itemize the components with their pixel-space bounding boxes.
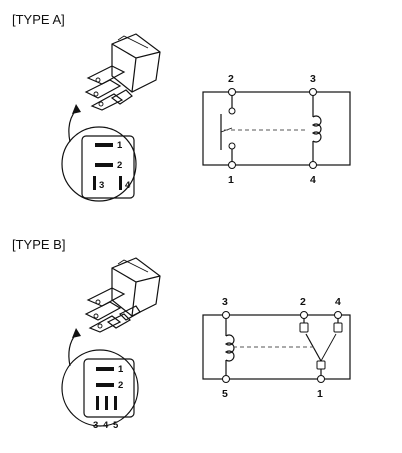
- type-b-terminal-label-1: 1: [317, 388, 323, 400]
- type-b-pin-label-1: 1: [118, 364, 124, 375]
- type-a-title: [TYPE A]: [12, 12, 65, 27]
- type-a-arrow-head: [72, 104, 81, 114]
- type-b-pin-4-slot: [105, 396, 108, 410]
- type-b-arrow-head: [72, 328, 81, 338]
- type-a-terminal-3: [309, 88, 317, 96]
- type-b-socket-view: 1 2 3 4 5: [61, 349, 139, 431]
- type-b-terminal-3: [222, 311, 230, 319]
- type-a-pin-2-slot: [95, 163, 113, 167]
- type-b-title: [TYPE B]: [12, 237, 65, 252]
- type-a-pin-4-slot: [119, 176, 122, 190]
- type-a-coil: [311, 115, 322, 143]
- type-b-pin-1-slot: [96, 367, 114, 371]
- type-b-terminal-4: [334, 311, 342, 319]
- type-a-pin-label-1: 1: [117, 140, 123, 151]
- type-b-relay-body-illustration: [84, 257, 161, 333]
- type-a-terminal-4: [309, 161, 317, 169]
- type-b-pin-2-slot: [96, 383, 114, 387]
- type-a-schematic-frame: [202, 91, 351, 166]
- type-a-socket-view: 1 2 3 4: [61, 126, 137, 202]
- type-a-pin-label-4: 4: [125, 180, 131, 191]
- type-a-terminal-label-2: 2: [228, 73, 234, 85]
- type-b-terminal-label-2: 2: [300, 296, 306, 308]
- type-b-coil: [224, 334, 235, 362]
- type-a-terminal-label-1: 1: [228, 174, 234, 186]
- type-b-terminal-2: [300, 311, 308, 319]
- type-b-terminal-label-4: 4: [335, 296, 341, 308]
- type-b-terminal-1: [317, 375, 325, 383]
- type-a-terminal-label-4: 4: [310, 174, 316, 186]
- type-b-pin-label-2: 2: [118, 380, 123, 391]
- type-b-pin-3-slot: [96, 396, 99, 410]
- type-b-pin-5-slot: [114, 396, 117, 410]
- type-a-pin-3-slot: [93, 176, 96, 190]
- type-b-switch-blade: [305, 333, 322, 362]
- type-b-terminal-5: [222, 375, 230, 383]
- type-b-schematic: 3 2 4 5 1: [202, 296, 351, 400]
- type-a-terminal-2: [228, 88, 236, 96]
- type-b-pin-label-4: 4: [103, 420, 109, 431]
- type-a-arrow: [68, 109, 77, 143]
- type-b-schematic-frame: [202, 314, 351, 380]
- type-b-terminal-label-5: 5: [222, 388, 228, 400]
- type-a-pin-label-3: 3: [99, 180, 104, 191]
- type-a-pin-label-2: 2: [117, 160, 122, 171]
- type-a-relay-body-illustration: [84, 33, 161, 111]
- type-a-section: [TYPE A] 1 2 3: [12, 12, 351, 202]
- type-a-terminal-1: [228, 161, 236, 169]
- type-b-section: [TYPE B] 1 2: [12, 237, 351, 431]
- type-a-terminal-label-3: 3: [310, 73, 316, 85]
- type-b-pin-label-5: 5: [113, 420, 119, 431]
- type-a-schematic: 2 3 1 4: [202, 73, 351, 186]
- type-b-pin-label-3: 3: [93, 420, 98, 431]
- type-a-pin-1-slot: [95, 143, 113, 147]
- type-b-terminal-label-3: 3: [222, 296, 228, 308]
